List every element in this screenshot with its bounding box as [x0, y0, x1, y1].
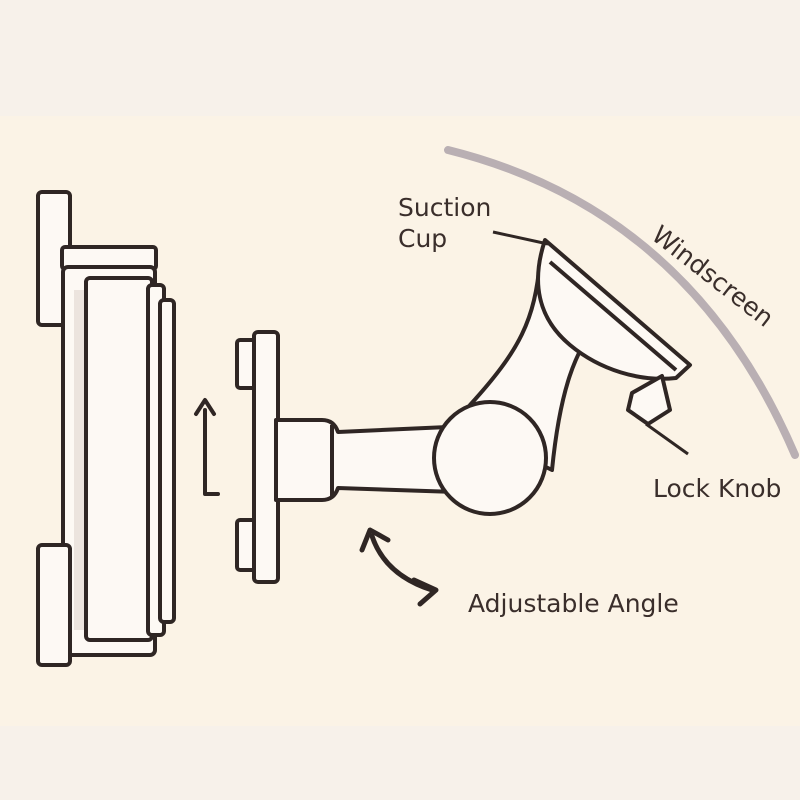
- ball-joint: [432, 400, 548, 516]
- lock-knob-label: Lock Knob: [653, 474, 781, 503]
- lock-knob: [626, 374, 672, 426]
- lock-knob-leader: [645, 422, 689, 456]
- suction-cup-label-line1: Suction: [398, 193, 491, 222]
- mount-assembly: [235, 238, 692, 584]
- adjustable-angle-label: Adjustable Angle: [468, 589, 679, 618]
- adjustable-angle-arrow-icon: [359, 527, 439, 607]
- suction-cup-leader: [492, 230, 549, 246]
- device-with-cradle: [36, 190, 176, 667]
- suction-cup-label-line2: Cup: [398, 224, 447, 253]
- windscreen-arc: [444, 146, 799, 459]
- slide-up-arrow-icon: [194, 398, 220, 496]
